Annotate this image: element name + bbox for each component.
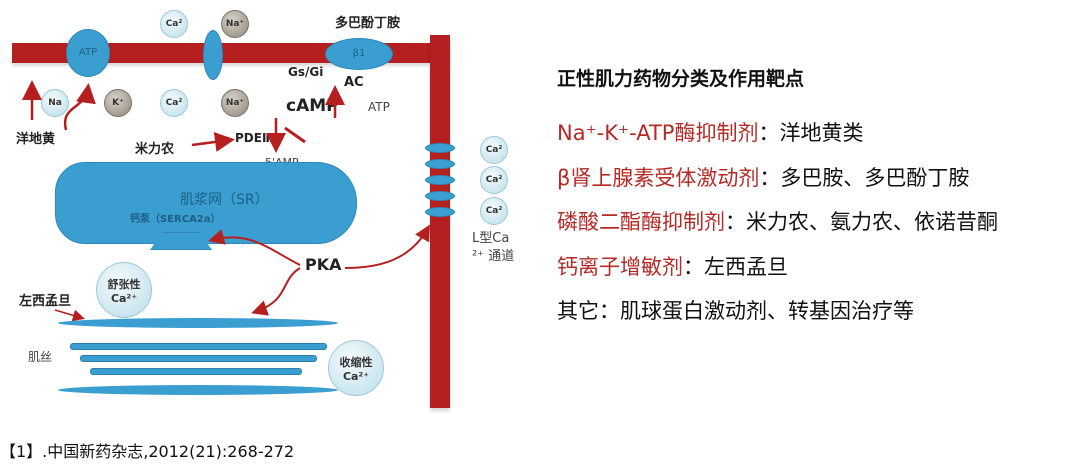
dobutamine-label: 多巴酚丁胺 <box>335 16 401 31</box>
ca-ion: Ca² <box>480 136 508 164</box>
pka-label: PKA <box>305 255 342 274</box>
ion-channel <box>203 30 223 80</box>
levosimendan-label: 左西孟旦 <box>19 294 72 309</box>
arrow <box>208 229 301 266</box>
sarcoplasmic-reticulum <box>55 162 357 244</box>
l-type-ca-channel <box>425 143 455 223</box>
thick-filament <box>80 355 317 362</box>
pde3-label: PDEⅢ <box>235 131 274 145</box>
inhibition-mark <box>284 126 306 144</box>
gs-gi-label: Gs/Gi <box>288 65 324 79</box>
drug-class-item: β肾上腺素受体激动剂：多巴胺、多巴酚丁胺 <box>557 166 970 190</box>
panel-title: 正性肌力药物分类及作用靶点 <box>557 68 805 90</box>
arrow <box>63 83 96 131</box>
ca-ion: Ca² <box>160 10 188 38</box>
na-ion: Na⁺ <box>221 10 249 38</box>
arrow <box>54 309 85 322</box>
arrow <box>344 224 430 269</box>
thin-filament <box>58 318 338 328</box>
na-k-atpase-pump: ATP <box>66 29 110 77</box>
drug-class-item: 钙离子增敏剂：左西孟旦 <box>557 255 788 279</box>
ca-ion: Ca² <box>160 89 188 117</box>
atp-label: ATP <box>368 100 390 114</box>
myofilament-label: 肌丝 <box>28 350 53 364</box>
na-ion: Na⁺ <box>221 89 249 117</box>
drug-class-item: 磷酸二酯酶抑制剂：米力农、氨力农、依诺昔酮 <box>557 210 998 234</box>
digoxin-label: 洋地黄 <box>16 132 56 147</box>
arrows-overlay <box>22 80 430 322</box>
na-ion-inside: Na <box>41 89 69 117</box>
cell-membrane-vertical <box>430 35 450 408</box>
thick-filament <box>70 343 327 350</box>
drug-class-item: Na⁺-K⁺-ATP酶抑制剂：洋地黄类 <box>557 121 864 145</box>
ac-label: AC <box>344 75 364 90</box>
k-ion: K⁺ <box>104 89 132 117</box>
sr-label: 肌浆网（SR） <box>180 192 269 208</box>
arrow <box>251 267 301 316</box>
ca-ion: Ca² <box>480 166 508 194</box>
thick-filament <box>90 368 302 375</box>
thin-filament <box>58 385 338 395</box>
serca-label: 钙泵（SERCA2a） <box>130 214 221 225</box>
milrinone-label: 米力农 <box>135 142 175 157</box>
beta1-receptor: β1 <box>325 38 393 70</box>
drug-class-item: 其它：肌球蛋白激动剂、转基因治疗等 <box>557 299 914 323</box>
ca-ion: Ca² <box>480 197 508 225</box>
footnote-reference: 【1】.中国新药杂志,2012(21):268-272 <box>0 442 295 461</box>
arrow <box>191 132 235 152</box>
